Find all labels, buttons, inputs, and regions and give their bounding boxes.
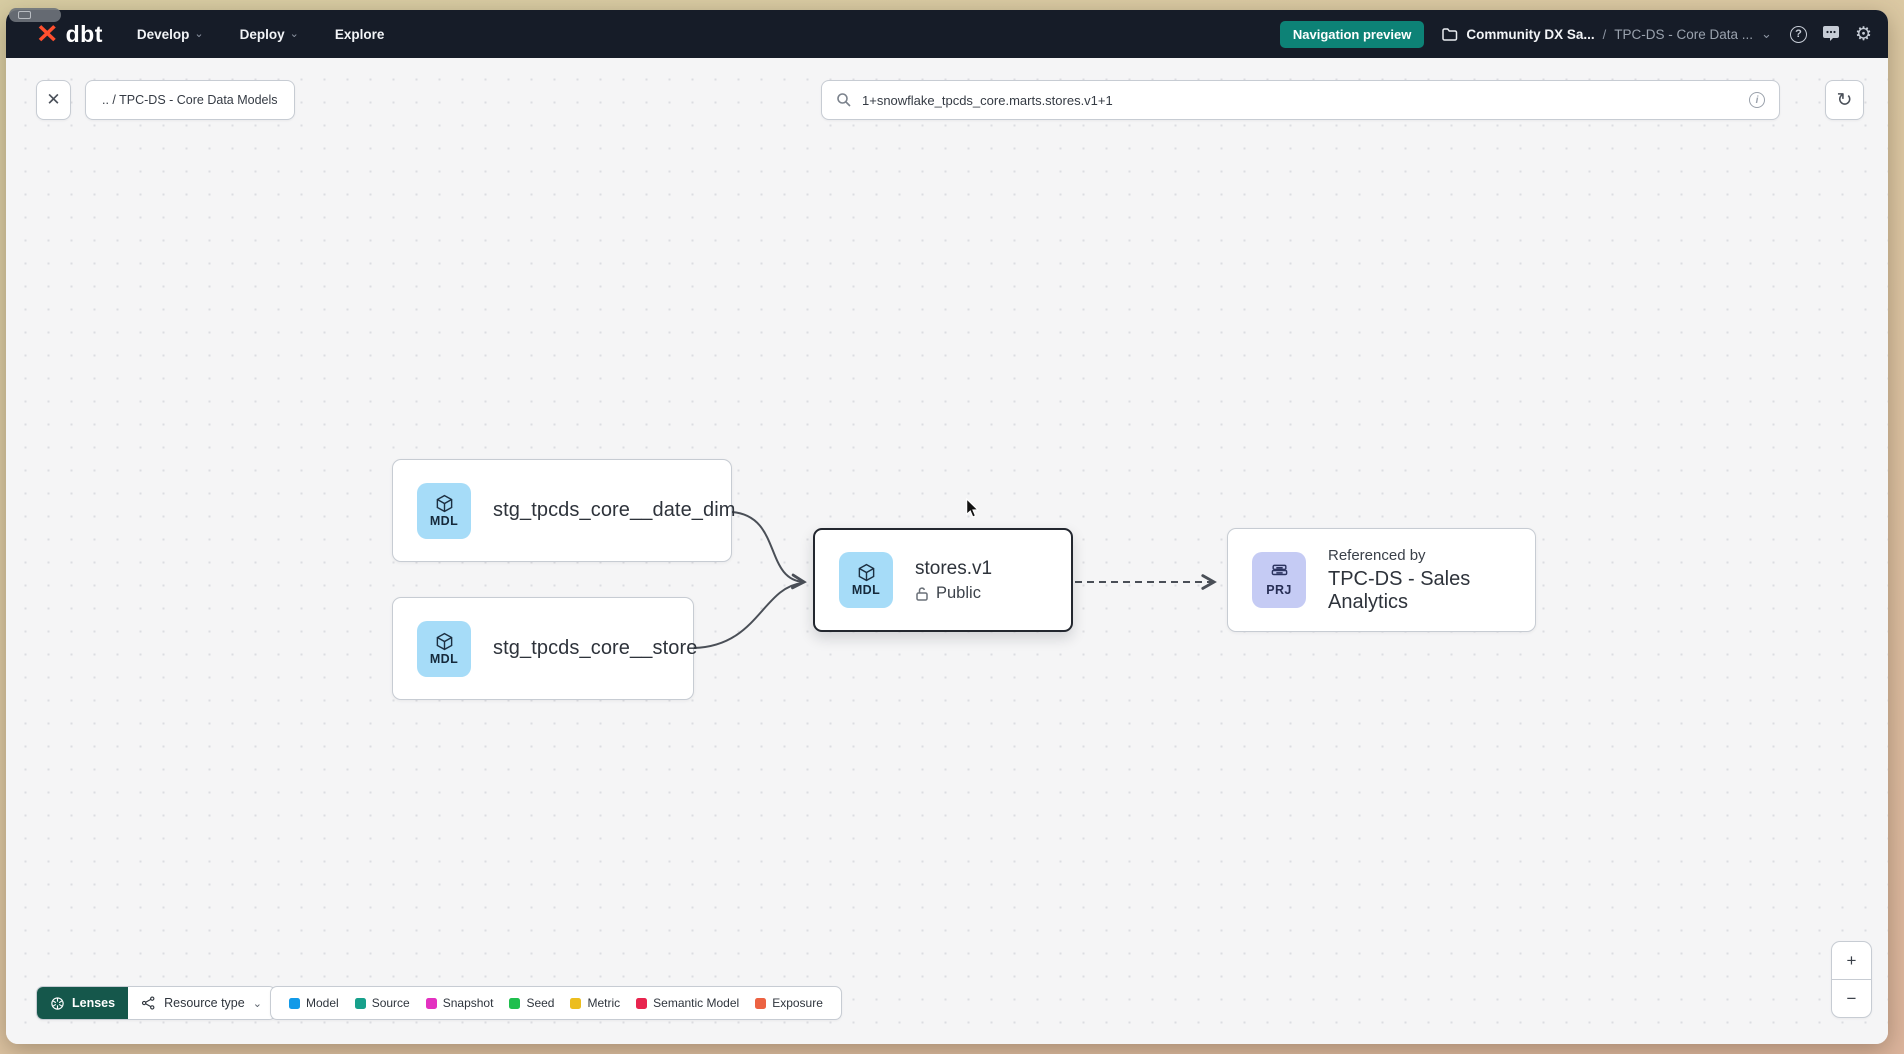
legend-swatch	[425, 997, 437, 1009]
legend-item-exposure: Exposure	[755, 996, 823, 1010]
help-icon[interactable]: ?	[1789, 25, 1807, 43]
legend-item-metric: Metric	[570, 996, 620, 1010]
lens-icon	[51, 996, 64, 1010]
project-badge: PRJ	[1252, 552, 1306, 608]
lineage-path-chip[interactable]: .. / TPC-DS - Core Data Models	[85, 80, 295, 120]
legend-label: Model	[306, 996, 339, 1010]
breadcrumb-section: TPC-DS - Core Data ...	[1614, 26, 1754, 42]
search-icon	[836, 92, 852, 108]
badge-label: MDL	[429, 513, 459, 528]
legend-item-source: Source	[354, 996, 410, 1010]
model-badge: MDL	[417, 620, 471, 677]
unlock-icon	[916, 586, 928, 601]
edge-datedim-to-stores	[731, 511, 807, 590]
dbt-logo-icon: ✕	[36, 19, 59, 48]
resource-type-label: Resource type	[164, 996, 245, 1010]
close-lineage-button[interactable]: ✕	[36, 80, 71, 120]
node-stores-v1[interactable]: MDL stores.v1 Public	[813, 528, 1073, 632]
legend-label: Semantic Model	[653, 996, 740, 1010]
legend-swatch	[289, 997, 300, 1009]
legend-swatch	[509, 997, 521, 1009]
search-input[interactable]	[862, 92, 1739, 108]
resource-graph-icon	[142, 996, 155, 1010]
menu-develop[interactable]: Develop ⌄	[137, 27, 204, 42]
legend-label: Seed	[526, 996, 555, 1010]
lineage-search[interactable]: i	[821, 80, 1780, 120]
node-label: TPC-DS - Sales Analytics	[1328, 567, 1471, 613]
feedback-icon[interactable]	[1822, 26, 1840, 42]
zoom-controls: + −	[1831, 941, 1872, 1018]
node-label: stg_tpcds_core__date_dim	[493, 499, 736, 521]
node-stg-tpcds-core-date-dim[interactable]: MDL stg_tpcds_core__date_dim	[392, 459, 735, 562]
navigation-preview-badge[interactable]: Navigation preview	[1279, 20, 1425, 48]
lenses-button[interactable]: Lenses	[37, 987, 129, 1019]
node-text-block: Referenced by TPC-DS - Sales Analytics	[1328, 547, 1511, 614]
node-text-block: stores.v1 Public	[915, 558, 992, 603]
info-icon[interactable]: i	[1749, 92, 1765, 108]
legend-label: Snapshot	[442, 996, 494, 1010]
breadcrumb[interactable]: Community DX Sa... / TPC-DS - Core Data …	[1442, 26, 1772, 42]
node-label: stores.v1	[915, 557, 993, 579]
legend-item-snapshot: Snapshot	[425, 996, 494, 1010]
legend-swatch	[570, 997, 582, 1009]
zoom-in-button[interactable]: +	[1832, 942, 1871, 980]
folder-icon	[1442, 27, 1458, 41]
legend-item-model: Model	[289, 996, 339, 1010]
access-row: Public	[915, 584, 992, 603]
badge-label: PRJ	[1266, 583, 1292, 597]
chevron-down-icon: ⌄	[194, 27, 204, 40]
gear-icon[interactable]: ⚙	[1854, 23, 1872, 45]
menu-deploy[interactable]: Deploy ⌄	[240, 27, 299, 42]
legend-swatch	[354, 997, 366, 1009]
resource-type-dropdown[interactable]: Resource type ⌄	[128, 987, 275, 1019]
top-navbar: ✕ dbt Develop ⌄ Deploy ⌄ Explore Navigat…	[6, 10, 1888, 58]
dbt-logo-text: dbt	[65, 20, 103, 47]
close-icon: ✕	[46, 90, 61, 109]
legend-swatch	[755, 997, 767, 1009]
lens-controls: Lenses Resource type ⌄	[36, 986, 276, 1020]
refresh-button[interactable]: ↻	[1825, 80, 1864, 120]
lineage-edges	[693, 511, 1217, 649]
lenses-label: Lenses	[72, 996, 116, 1010]
navbar-icons: ? ⚙	[1789, 23, 1872, 45]
legend-swatch	[636, 997, 648, 1009]
help-icon-glyph: ?	[1789, 25, 1807, 43]
legend-label: Exposure	[772, 996, 823, 1010]
dbt-app-window: ✕ dbt Develop ⌄ Deploy ⌄ Explore Navigat…	[6, 10, 1888, 1044]
node-label: stg_tpcds_core__store	[493, 637, 698, 659]
dbt-logo[interactable]: ✕ dbt	[36, 21, 103, 48]
main-menu: Develop ⌄ Deploy ⌄ Explore	[137, 27, 385, 42]
access-label: Public	[936, 583, 981, 602]
referenced-by-label: Referenced by	[1328, 546, 1426, 564]
menu-deploy-label: Deploy	[239, 26, 285, 42]
legend-item-semantic-model: Semantic Model	[636, 996, 739, 1010]
node-stg-tpcds-core-store[interactable]: MDL stg_tpcds_core__store	[392, 597, 698, 700]
chevron-down-icon: ⌄	[1761, 26, 1772, 41]
refresh-icon: ↻	[1836, 89, 1853, 111]
edge-store-to-stores	[693, 582, 803, 649]
menu-develop-label: Develop	[136, 26, 190, 42]
legend-label: Source	[371, 996, 410, 1010]
badge-label: MDL	[429, 651, 459, 666]
chevron-down-icon: ⌄	[252, 997, 262, 1010]
navbar-right: Navigation preview Community DX Sa... / …	[1279, 20, 1872, 48]
legend-label: Metric	[587, 996, 621, 1010]
monitor-icon	[18, 11, 31, 19]
screen-share-indicator	[9, 8, 61, 22]
model-badge: MDL	[417, 482, 471, 539]
zoom-out-button[interactable]: −	[1846, 988, 1857, 1008]
node-tpcds-sales-analytics[interactable]: PRJ Referenced by TPC-DS - Sales Analyti…	[1227, 528, 1536, 632]
menu-explore[interactable]: Explore	[335, 27, 385, 42]
lineage-canvas[interactable]: ✕ .. / TPC-DS - Core Data Models i ↻	[6, 58, 1888, 1044]
menu-explore-label: Explore	[334, 26, 385, 42]
model-badge: MDL	[839, 552, 893, 608]
breadcrumb-separator: /	[1602, 26, 1607, 42]
resource-legend: Model Source Snapshot Seed Metric	[270, 986, 842, 1020]
legend-item-seed: Seed	[509, 996, 554, 1010]
chevron-down-icon: ⌄	[289, 27, 299, 40]
breadcrumb-project: Community DX Sa...	[1466, 26, 1595, 42]
badge-label: MDL	[851, 583, 881, 597]
